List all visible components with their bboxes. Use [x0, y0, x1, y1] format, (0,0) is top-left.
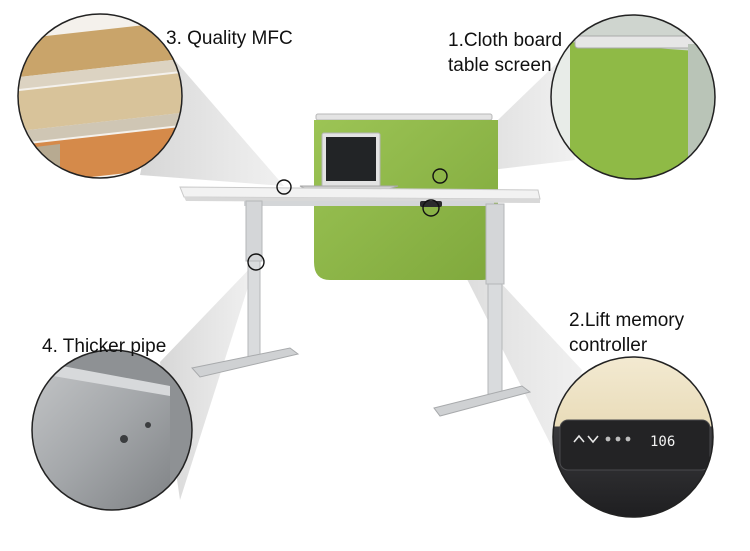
marker-controller — [422, 199, 440, 217]
marker-cloth — [432, 168, 448, 184]
callout-label-cloth: 1.Cloth board table screen — [448, 28, 562, 78]
controller-readout: 106 — [650, 434, 675, 450]
pipe-label-line1: 4. Thicker pipe — [42, 336, 167, 357]
down-arrow-icon[interactable] — [587, 435, 599, 444]
right-foot — [433, 385, 532, 417]
left-leg-upper — [245, 200, 263, 262]
right-leg-upper — [485, 203, 505, 285]
mfc-label-line1: 3. Quality MFC — [166, 28, 293, 49]
memory-button-1[interactable] — [605, 436, 611, 442]
controller-label-line1: 2.Lift memory — [569, 310, 685, 331]
callout-label-controller: 2.Lift memory controller — [569, 308, 684, 358]
screen-rail — [315, 113, 493, 121]
marker-pipe — [247, 253, 265, 271]
cloth-detail — [550, 14, 716, 180]
left-foot — [191, 347, 300, 378]
cloth-label-line2: table screen — [448, 55, 552, 76]
up-arrow-icon[interactable] — [573, 434, 585, 443]
cloth-label-line1: 1.Cloth board — [448, 30, 563, 51]
controller-label-line2: controller — [569, 335, 648, 356]
memory-button-3[interactable] — [625, 436, 631, 442]
callout-label-mfc: 3. Quality MFC — [166, 26, 293, 51]
callout-label-pipe: 4. Thicker pipe — [42, 334, 166, 359]
marker-mfc — [276, 179, 292, 195]
frame-crossbar — [244, 201, 494, 206]
pipe-detail — [31, 349, 193, 511]
right-leg-lower — [487, 283, 503, 395]
memory-button-2[interactable] — [615, 436, 621, 442]
left-leg-lower — [247, 260, 261, 362]
controller-detail: 106 — [552, 356, 714, 518]
